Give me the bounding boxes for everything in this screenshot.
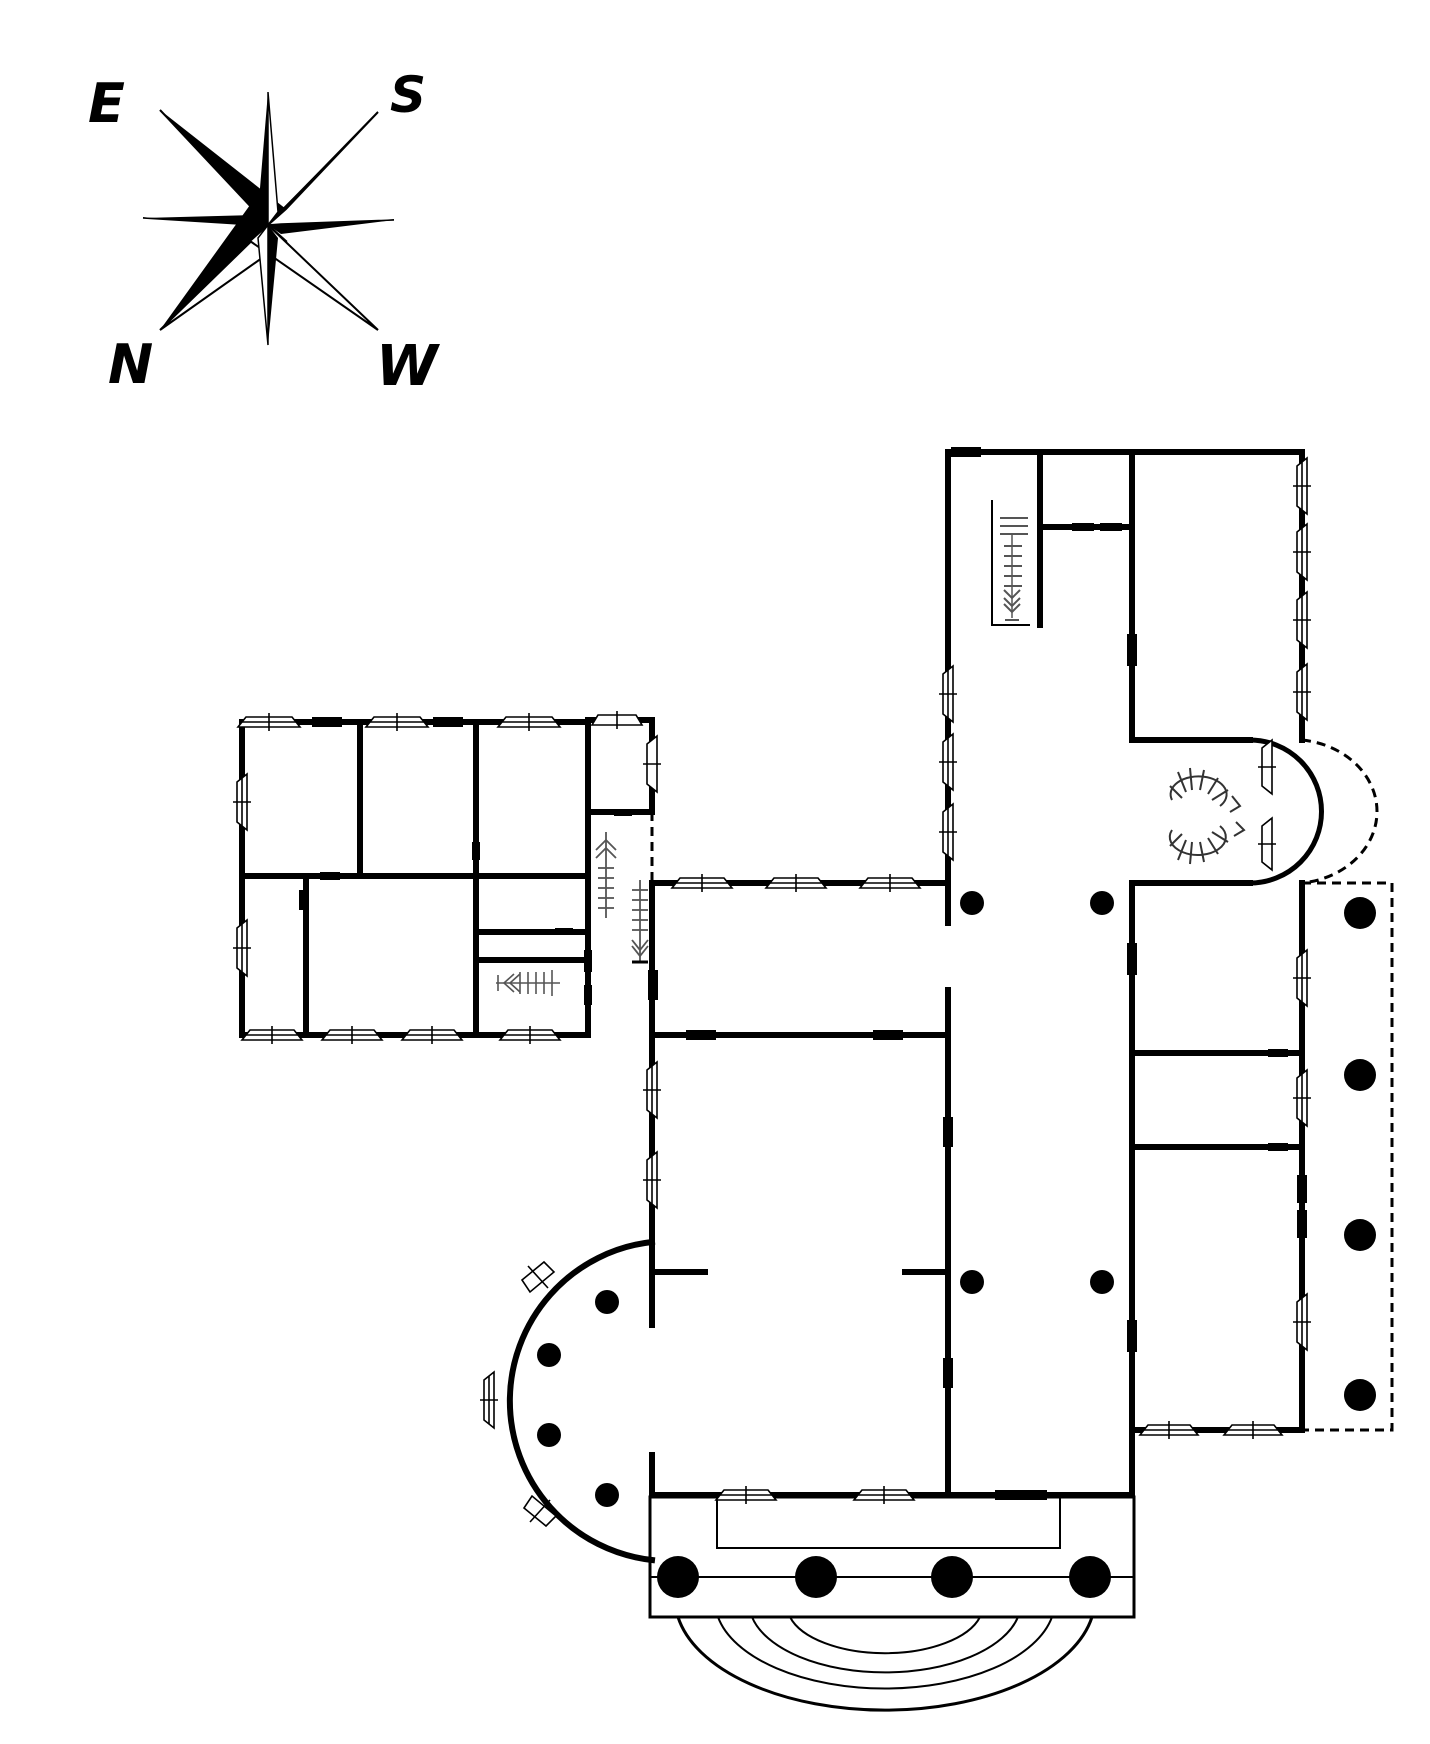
window-icon	[858, 874, 922, 892]
window-icon	[643, 734, 661, 794]
door-icon	[943, 1117, 953, 1147]
window-icon	[643, 1150, 661, 1210]
door-icon	[1127, 1320, 1137, 1352]
compass-label-west: W	[376, 334, 441, 399]
window-icon	[1222, 1421, 1284, 1439]
window-icon	[939, 802, 957, 862]
straight-stair-icon	[496, 970, 560, 996]
door-icon	[995, 1490, 1047, 1500]
column-icon	[537, 1343, 561, 1367]
column-icon	[1344, 897, 1376, 929]
front-portico	[648, 1495, 1136, 1712]
window-icon	[1138, 1421, 1200, 1439]
windows	[233, 456, 1311, 1528]
window-icon	[939, 732, 957, 792]
front-steps	[676, 1616, 1094, 1712]
window-icon	[939, 664, 957, 724]
door-icon	[1268, 1143, 1288, 1151]
door-icon	[1100, 523, 1122, 531]
door-icon	[584, 950, 592, 972]
stair-apse-wall	[1247, 737, 1324, 886]
door-icon	[1297, 1210, 1307, 1238]
door-icon	[1297, 1175, 1307, 1203]
compass-label-south: S	[390, 66, 426, 124]
door-icon	[1072, 523, 1094, 531]
column-icon	[960, 1270, 984, 1294]
column-icon	[1344, 1059, 1376, 1091]
window-icon	[236, 713, 302, 731]
window-icon	[1293, 948, 1311, 1008]
window-icon	[1258, 816, 1276, 872]
compass-label-north: N	[108, 333, 153, 396]
dashed-outlines	[650, 738, 1394, 1432]
window-icon	[1293, 1292, 1311, 1352]
door-icon	[320, 872, 340, 880]
column-icon	[960, 891, 984, 915]
column-icon	[595, 1483, 619, 1507]
column-icon	[1090, 891, 1114, 915]
column-icon	[595, 1290, 619, 1314]
window-icon	[364, 713, 430, 731]
column-icon	[795, 1556, 837, 1598]
window-icon	[764, 874, 828, 892]
door-icon	[951, 447, 981, 457]
door-icon	[555, 928, 573, 935]
window-icon	[1258, 738, 1276, 796]
window-icon	[240, 1026, 304, 1044]
door-icon	[614, 809, 632, 816]
columns	[537, 891, 1376, 1598]
window-icon	[522, 1494, 558, 1528]
spiral-stair-icon	[1168, 767, 1246, 865]
column-icon	[1069, 1556, 1111, 1598]
door-icon	[299, 890, 307, 910]
column-icon	[537, 1423, 561, 1447]
door-icon	[1127, 634, 1137, 666]
door-icon	[1127, 943, 1137, 975]
column-icon	[657, 1556, 699, 1598]
column-icon	[1344, 1219, 1376, 1251]
rotunda-wall	[506, 1238, 656, 1564]
straight-stair-icon	[595, 832, 649, 964]
window-icon	[400, 1026, 464, 1044]
door-icon	[472, 842, 480, 860]
window-icon	[233, 918, 251, 978]
window-icon	[320, 1026, 384, 1044]
straight-stair-icon	[991, 500, 1030, 626]
walls	[239, 449, 1324, 1564]
window-icon	[233, 772, 251, 832]
door-icon	[686, 1030, 716, 1040]
door-icon	[584, 985, 592, 1005]
door-icon	[648, 970, 658, 1000]
window-icon	[852, 1486, 916, 1504]
window-icon	[1293, 1068, 1311, 1128]
window-icon	[1293, 522, 1311, 582]
door-icon	[1268, 1049, 1288, 1057]
window-icon	[1293, 590, 1311, 650]
column-icon	[931, 1556, 973, 1598]
doors	[299, 447, 1307, 1500]
compass-label-east: E	[88, 72, 125, 135]
window-icon	[498, 1026, 562, 1044]
door-icon	[943, 1358, 953, 1388]
door-icon	[433, 717, 463, 727]
column-icon	[1344, 1379, 1376, 1411]
window-icon	[520, 1260, 556, 1294]
door-icon	[312, 717, 342, 727]
window-icon	[714, 1486, 778, 1504]
column-icon	[1090, 1270, 1114, 1294]
door-icon	[873, 1030, 903, 1040]
window-icon	[1293, 456, 1311, 516]
window-icon	[643, 1060, 661, 1120]
window-icon	[496, 713, 562, 731]
window-icon	[670, 874, 734, 892]
window-icon	[480, 1370, 498, 1430]
window-icon	[1293, 662, 1311, 722]
compass-rose-icon	[142, 91, 395, 346]
window-icon	[590, 711, 644, 729]
